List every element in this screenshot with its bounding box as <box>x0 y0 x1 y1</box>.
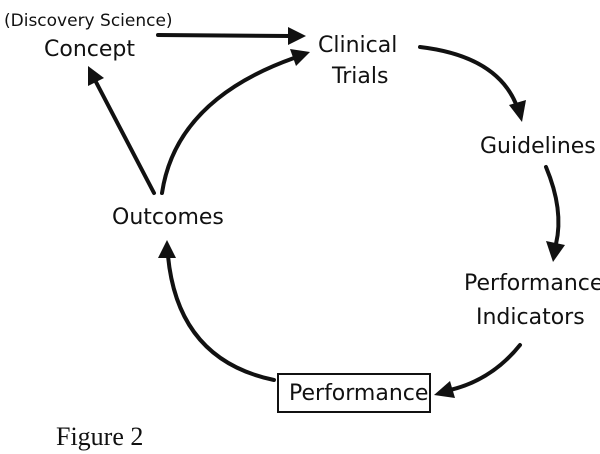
discovery-science-label: (Discovery Science) <box>4 11 173 31</box>
clinical-trials-label-line2: Trials <box>331 64 388 89</box>
clinical-trials-label-line1: Clinical <box>318 33 397 58</box>
arrow-outcomes-to-clinical-trials <box>160 56 296 195</box>
arrow-guidelines-to-performance-indicators <box>544 165 561 246</box>
outcomes-label: Outcomes <box>112 205 224 230</box>
arrowhead-outcomes-to-concept <box>88 66 104 86</box>
guidelines-label: Guidelines <box>480 134 596 159</box>
arrowhead-outcomes-to-clinical-trials <box>290 49 310 66</box>
arrow-performance-to-outcomes <box>166 254 276 382</box>
arrowhead-performance-indicators-to-performance <box>434 381 455 398</box>
arrow-outcomes-to-concept <box>94 80 156 195</box>
figure-caption: Figure 2 <box>56 422 143 451</box>
arrowhead-guidelines-to-performance-indicators <box>546 241 565 262</box>
arrow-performance-indicators-to-performance <box>448 343 522 392</box>
performance-box <box>277 373 431 413</box>
performance-indicators-label-line2: Indicators <box>476 305 585 330</box>
arrowhead-concept-to-clinical-trials <box>288 27 306 45</box>
concept-label: Concept <box>44 37 135 62</box>
arrowhead-clinical-trials-to-guidelines <box>509 100 526 122</box>
arrow-clinical-trials-to-guidelines <box>418 45 518 106</box>
arrow-concept-to-clinical-trials <box>156 33 292 38</box>
performance-indicators-label-line1: Performance <box>464 271 600 296</box>
performance-label: Performance <box>289 381 428 406</box>
arrowhead-performance-to-outcomes <box>158 240 176 258</box>
